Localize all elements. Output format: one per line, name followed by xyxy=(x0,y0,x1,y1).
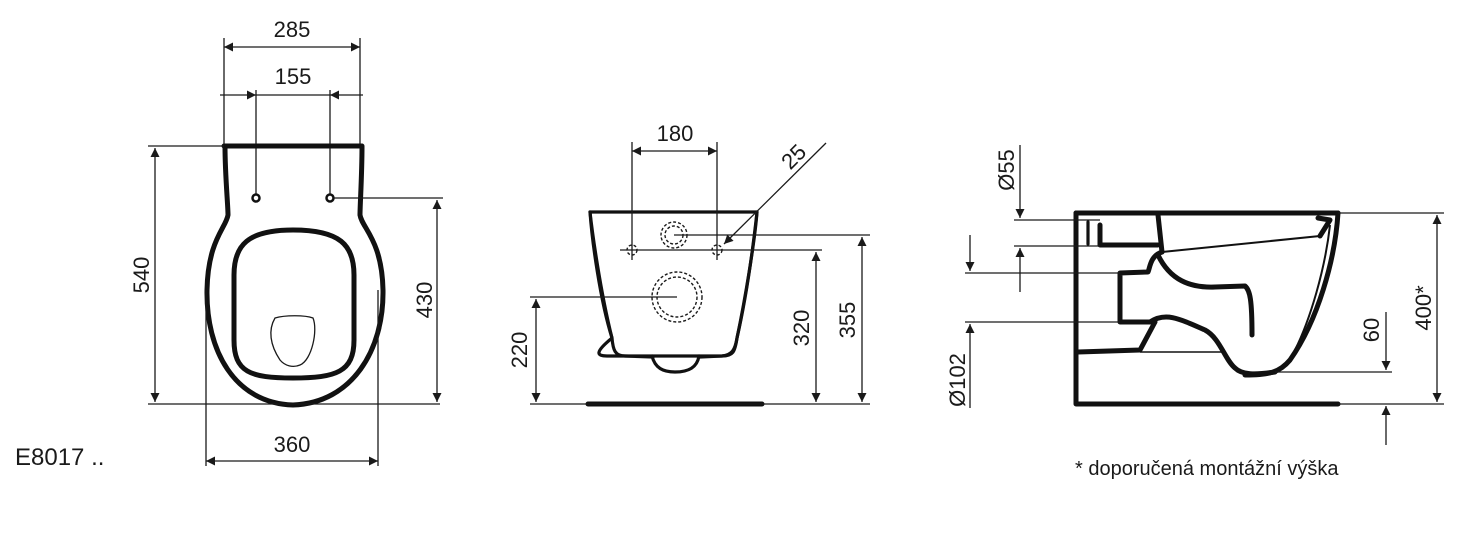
dim-430: 430 xyxy=(412,282,437,319)
dim-320: 320 xyxy=(789,310,814,347)
dim-25: 25 xyxy=(776,139,811,174)
dim-diameter-102: Ø102 xyxy=(945,353,970,407)
dim-155: 155 xyxy=(275,64,312,89)
dim-285: 285 xyxy=(274,17,311,42)
top-view: 285 155 540 430 360 xyxy=(129,17,443,466)
footnote: * doporučená montážní výška xyxy=(1075,458,1339,480)
dim-540: 540 xyxy=(129,257,154,294)
dim-400: 400* xyxy=(1411,285,1436,331)
product-code: E8017 .. xyxy=(15,444,104,471)
dim-355: 355 xyxy=(835,302,860,339)
dim-220: 220 xyxy=(507,332,532,369)
dim-360: 360 xyxy=(274,432,311,457)
front-view: 180 25 220 320 355 xyxy=(507,121,870,407)
dim-60: 60 xyxy=(1359,318,1384,342)
dim-180: 180 xyxy=(657,121,694,146)
side-view: Ø55 Ø102 60 400* xyxy=(945,145,1444,445)
dim-diameter-55: Ø55 xyxy=(994,149,1019,191)
